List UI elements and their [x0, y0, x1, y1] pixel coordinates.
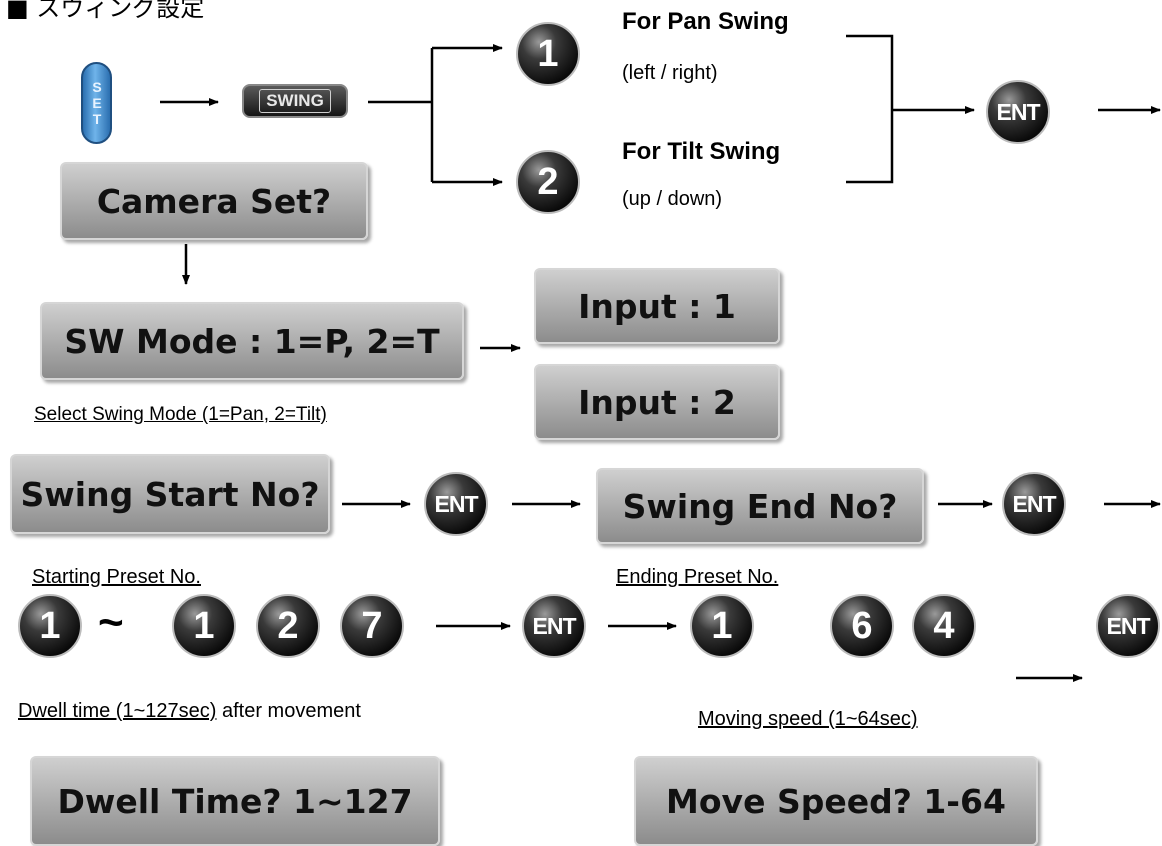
ent-button-icon: ENT	[1002, 472, 1066, 536]
ent-button-icon: ENT	[424, 472, 488, 536]
dwell-key-digit-icon: 7	[340, 594, 404, 658]
dwell-time-suffix: after movement	[216, 700, 361, 722]
tilt-swing-detail: (up / down)	[622, 188, 723, 210]
caption-ending-preset: Ending Preset No.	[616, 566, 779, 588]
pan-swing-detail: (left / right)	[622, 62, 718, 84]
swing-key-label: SWING	[259, 89, 331, 113]
swing-key-icon: SWING	[242, 84, 348, 118]
dwell-key-digit-icon: 2	[256, 594, 320, 658]
dwell-time-range: Dwell time (1~127sec)	[18, 700, 217, 722]
display-swing-start: Swing Start No?	[10, 454, 330, 534]
set-key-label: SET	[89, 79, 105, 127]
set-key-icon: SET	[81, 62, 112, 144]
option-2-button-icon: 2	[516, 150, 580, 214]
ent-button-icon: ENT	[986, 80, 1050, 144]
range-tilde: ~	[98, 598, 124, 647]
speed-key-digit-icon: 6	[830, 594, 894, 658]
tilt-swing-title: For Tilt Swing	[622, 138, 781, 165]
option-1-button-icon: 1	[516, 22, 580, 86]
display-input-1: Input : 1	[534, 268, 780, 344]
dwell-key-digit-icon: 1	[172, 594, 236, 658]
speed-key-digit-icon: 4	[912, 594, 976, 658]
ent-button-icon: ENT	[522, 594, 586, 658]
display-swing-end: Swing End No?	[596, 468, 924, 544]
merge-bracket	[846, 34, 894, 184]
speed-key-min-icon: 1	[690, 594, 754, 658]
display-input-2: Input : 2	[534, 364, 780, 440]
connector-lines	[160, 34, 1161, 682]
display-move-speed: Move Speed? 1-64	[634, 756, 1038, 846]
caption-select-mode: Select Swing Mode (1=Pan, 2=Tilt)	[34, 404, 327, 425]
caption-starting-preset: Starting Preset No.	[32, 566, 201, 588]
page-heading: ■ スウィング設定	[6, 0, 205, 22]
ent-button-icon: ENT	[1096, 594, 1160, 658]
dwell-key-min-icon: 1	[18, 594, 82, 658]
display-sw-mode: SW Mode : 1=P, 2=T	[40, 302, 464, 380]
pan-swing-title: For Pan Swing	[622, 8, 789, 35]
display-dwell-time: Dwell Time? 1~127	[30, 756, 440, 846]
caption-moving-speed: Moving speed (1~64sec)	[698, 708, 918, 730]
caption-dwell-time: Dwell time (1~127sec) after movement	[18, 700, 361, 723]
display-camera-set: Camera Set?	[60, 162, 368, 240]
